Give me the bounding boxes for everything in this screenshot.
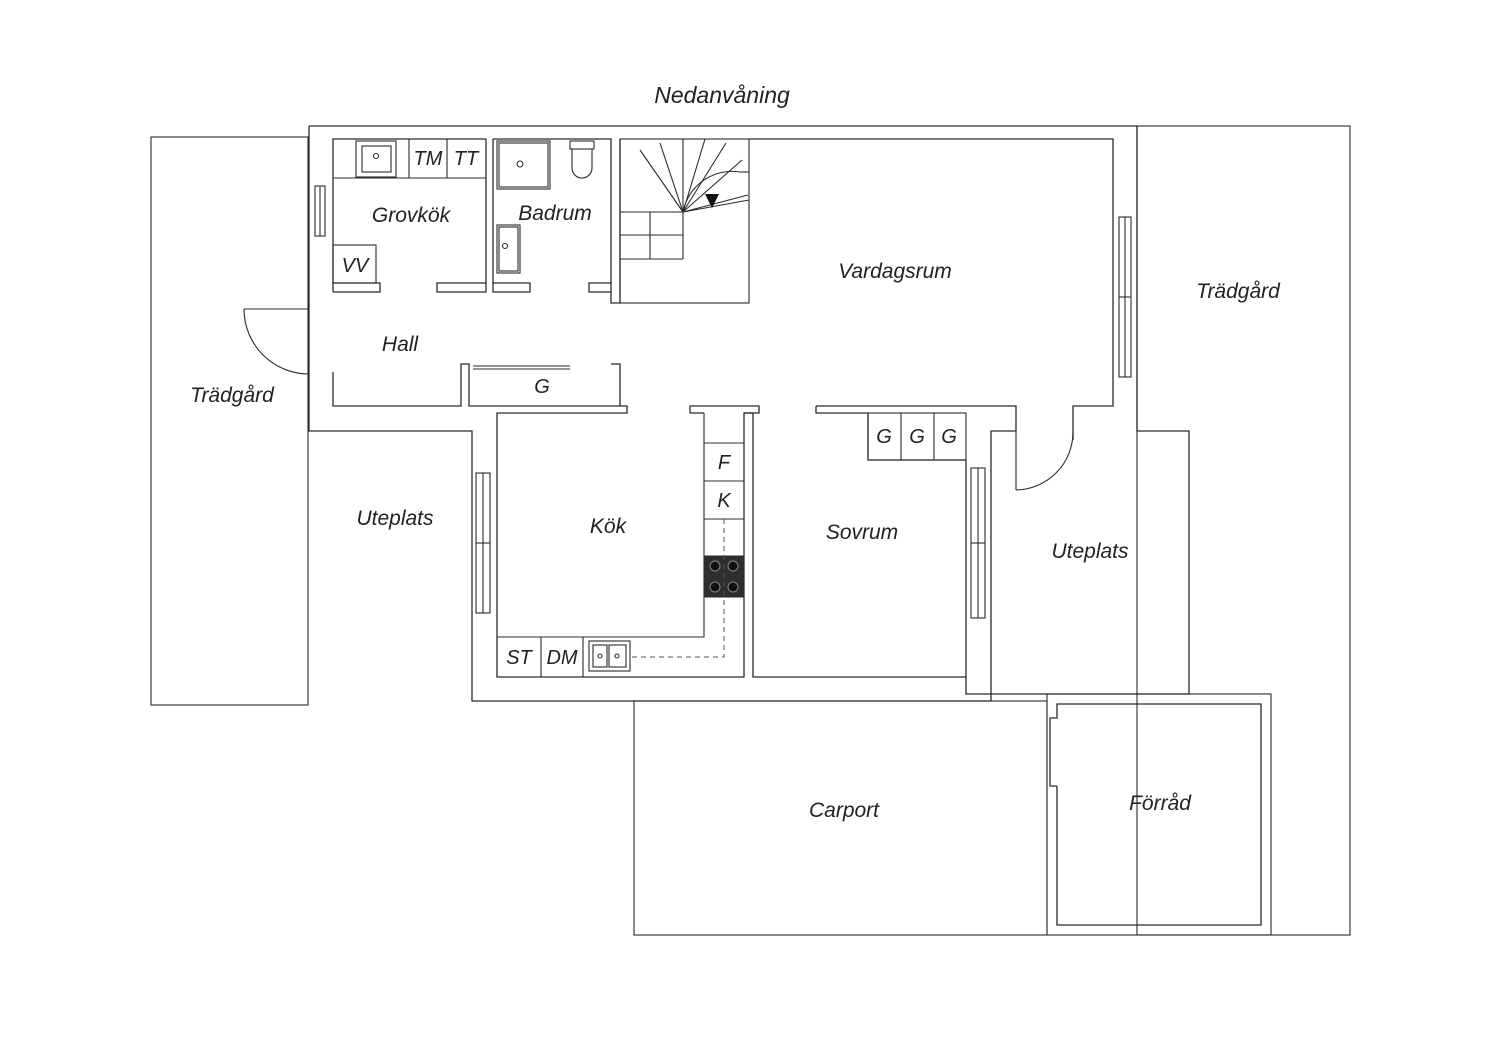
garden-left-area bbox=[150, 136, 309, 706]
window-vardagsrum bbox=[1118, 216, 1132, 378]
room-label-tradgard-left: Trädgård bbox=[190, 384, 275, 407]
inner-wall-sovrum-inner bbox=[752, 413, 966, 678]
staircase bbox=[619, 138, 750, 304]
inner-wall-grovkok-bottom bbox=[333, 282, 381, 293]
room-label-carport: Carport bbox=[809, 799, 880, 822]
entrance-door[interactable] bbox=[243, 308, 310, 375]
appliance-label-g-hall: G bbox=[534, 376, 550, 398]
wardrobe-sliding-door bbox=[473, 365, 570, 370]
utility-sink-icon bbox=[355, 140, 397, 178]
room-label-uteplats-right: Uteplats bbox=[1051, 540, 1129, 563]
inner-wall-hall-bottom bbox=[332, 363, 760, 678]
appliance-label-vv: VV bbox=[342, 255, 370, 277]
appliance-label-f: F bbox=[718, 452, 732, 474]
kitchen-counter bbox=[497, 413, 744, 677]
appliance-label-tm: TM bbox=[414, 148, 443, 170]
plan-title: Nedanvåning bbox=[654, 82, 790, 108]
window-sovrum bbox=[970, 467, 986, 619]
laundry-cabinets bbox=[333, 139, 486, 179]
worktop-edge-dashed bbox=[632, 519, 725, 658]
inner-wall-vardagsrum bbox=[749, 138, 1114, 440]
room-label-grovkok: Grovkök bbox=[372, 204, 452, 227]
patio-door[interactable] bbox=[1015, 431, 1074, 491]
room-label-vardagsrum: Vardagsrum bbox=[838, 260, 952, 283]
appliance-label-g1: G bbox=[876, 426, 892, 448]
storage-inner-wall bbox=[1049, 703, 1262, 926]
appliance-label-g3: G bbox=[941, 426, 957, 448]
storage-outer bbox=[1046, 693, 1272, 936]
inner-wall-badrum-bottom bbox=[492, 139, 531, 293]
bathroom-sink-icon bbox=[496, 224, 521, 274]
appliance-label-k: K bbox=[717, 490, 732, 512]
inner-wall-sovrum bbox=[815, 405, 1017, 695]
room-label-forrad: Förråd bbox=[1129, 792, 1192, 815]
room-label-tradgard-right: Trädgård bbox=[1196, 280, 1281, 303]
toilet-icon bbox=[569, 140, 595, 179]
appliance-label-g2: G bbox=[909, 426, 925, 448]
room-label-hall: Hall bbox=[382, 333, 420, 356]
appliance-label-st: ST bbox=[506, 647, 533, 669]
shower-icon bbox=[496, 140, 551, 190]
window-kok bbox=[475, 472, 491, 614]
room-label-uteplats-left: Uteplats bbox=[356, 507, 434, 530]
water-heater-box bbox=[332, 244, 377, 284]
kitchen-sink-icon bbox=[588, 640, 631, 672]
inner-wall-hall-g bbox=[611, 363, 621, 406]
appliance-label-dm: DM bbox=[546, 647, 577, 669]
room-label-sovrum: Sovrum bbox=[826, 521, 898, 544]
stove-icon bbox=[703, 555, 745, 598]
window-grovkok bbox=[314, 185, 326, 237]
appliance-label-tt: TT bbox=[454, 148, 480, 170]
wardrobes bbox=[867, 412, 967, 461]
inner-wall-grovkok bbox=[332, 138, 487, 293]
room-label-kok: Kök bbox=[590, 515, 628, 538]
room-label-badrum: Badrum bbox=[518, 202, 592, 225]
inner-wall-stair bbox=[610, 139, 621, 304]
